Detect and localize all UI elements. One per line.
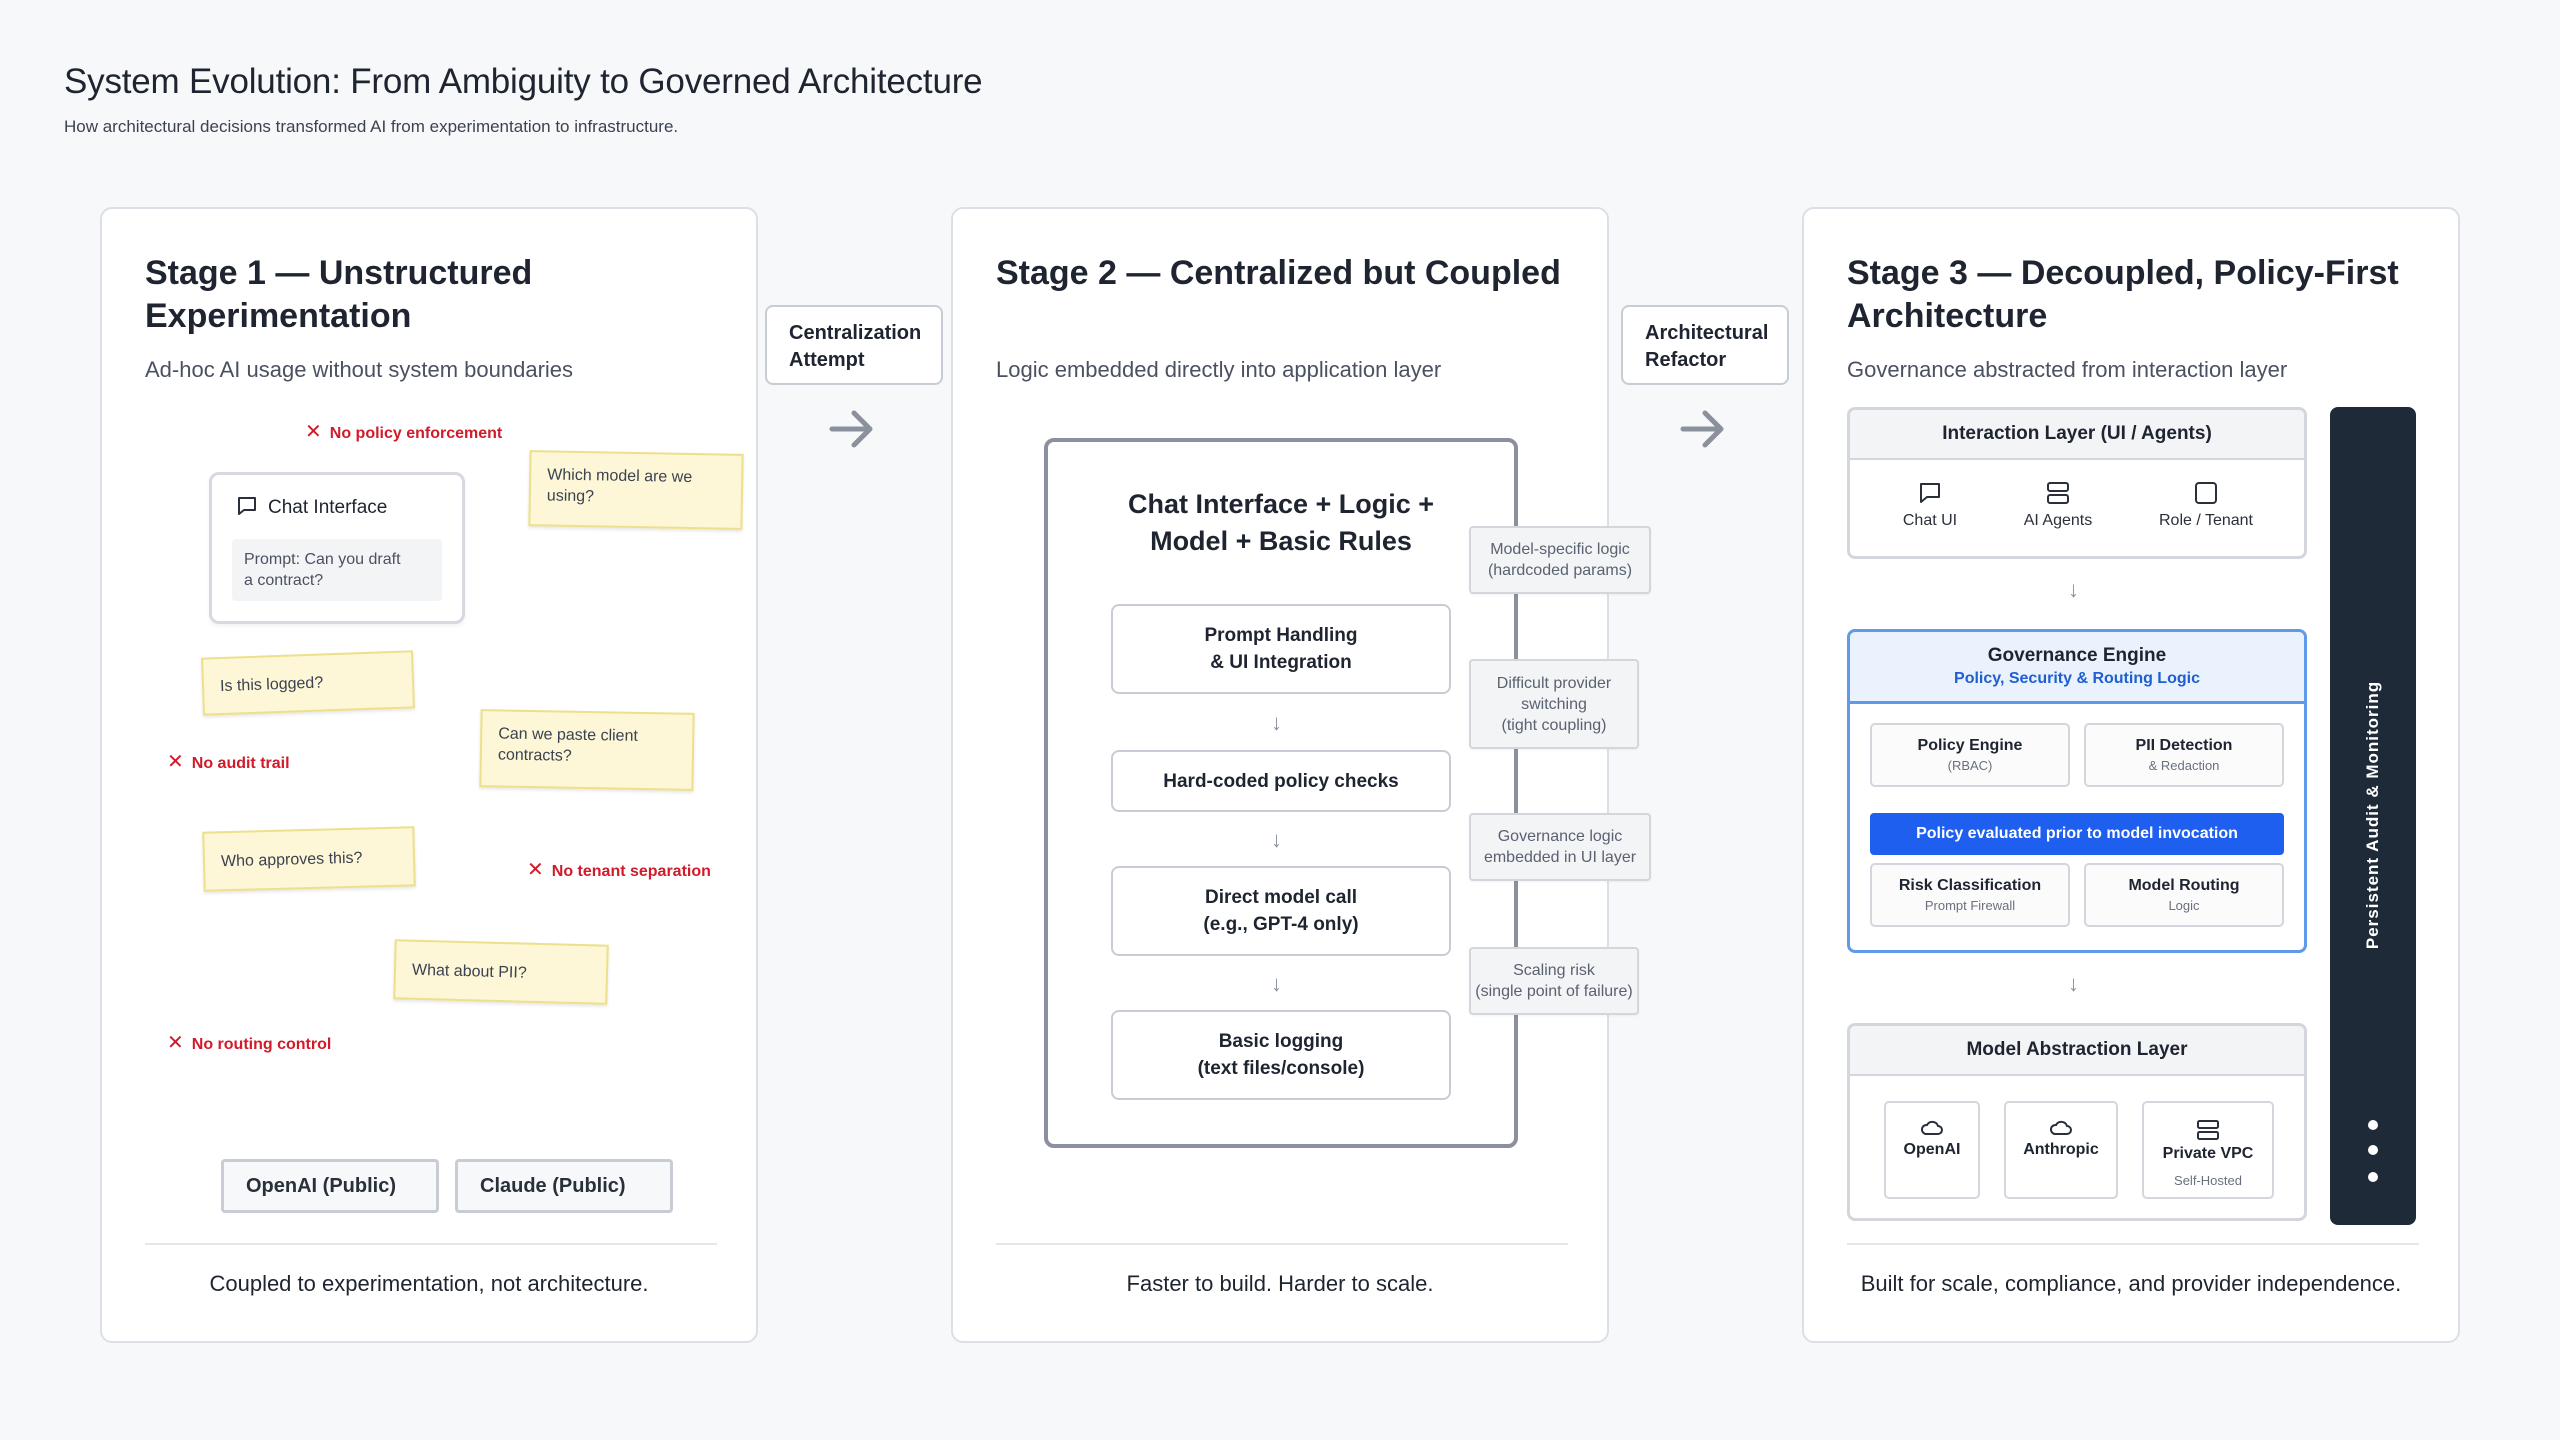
provider-claude-public: Claude (Public) xyxy=(455,1159,673,1213)
sticky-note: Is this logged? xyxy=(201,650,415,716)
governance-title: Governance Engine xyxy=(1987,645,2167,666)
cloud-icon xyxy=(1920,1120,1943,1135)
interaction-item-ai-agents: AI Agents xyxy=(1988,480,2128,530)
step-direct-model-call: Direct model call(e.g., GPT-4 only) xyxy=(1111,866,1451,956)
chat-interface-card: Chat Interface Prompt: Can you draft a c… xyxy=(209,472,465,624)
interaction-layer-title: Interaction Layer (UI / Agents) xyxy=(1850,410,2304,460)
module-policy-engine: Policy Engine(RBAC) xyxy=(1870,723,2070,787)
chat-icon xyxy=(238,497,256,515)
connector-centralization: Centralization Attempt xyxy=(765,305,943,385)
audit-monitoring-bar: Persistent Audit & Monitoring xyxy=(2330,407,2416,1225)
server-icon xyxy=(2197,1120,2219,1140)
governance-header: Governance Engine Policy, Security & Rou… xyxy=(1850,632,2304,704)
chat-card-header: Chat Interface xyxy=(236,495,387,519)
dot-icon xyxy=(2368,1172,2378,1182)
stage3-footer: Built for scale, compliance, and provide… xyxy=(1860,1271,2402,1296)
divider xyxy=(1847,1243,2419,1245)
arrow-right-icon xyxy=(1679,404,1729,454)
step-policy-checks: Hard-coded policy checks xyxy=(1111,750,1451,812)
arrow-down-icon: ↓ xyxy=(1271,710,1282,735)
agents-icon xyxy=(2047,482,2069,504)
page-title: System Evolution: From Ambiguity to Gove… xyxy=(64,62,983,101)
note-scaling-risk: Scaling risk(single point of failure) xyxy=(1469,947,1639,1015)
chat-prompt: Prompt: Can you draft a contract? xyxy=(232,539,442,601)
x-icon: ✕ xyxy=(527,859,544,881)
dot-icon xyxy=(2368,1145,2378,1155)
stage2-subtitle: Logic embedded directly into application… xyxy=(996,357,1442,382)
flag-no-policy: ✕No policy enforcement xyxy=(305,421,503,443)
provider-anthropic: Anthropic xyxy=(2004,1101,2118,1199)
policy-banner: Policy evaluated prior to model invocati… xyxy=(1870,813,2284,855)
divider xyxy=(145,1243,717,1245)
flag-no-routing: ✕No routing control xyxy=(167,1032,332,1054)
stage2-title: Stage 2 — Centralized but Coupled xyxy=(996,254,1561,292)
audit-label: Persistent Audit & Monitoring xyxy=(2363,680,2382,950)
x-icon: ✕ xyxy=(167,751,184,773)
chat-icon xyxy=(1920,483,1940,503)
provider-private-vpc: Private VPC Self-Hosted xyxy=(2142,1101,2274,1199)
governance-engine: Governance Engine Policy, Security & Rou… xyxy=(1847,629,2307,953)
stage2-footer: Faster to build. Harder to scale. xyxy=(1126,1271,1434,1296)
arrow-down-icon: ↓ xyxy=(2068,577,2079,602)
flag-no-tenant: ✕No tenant separation xyxy=(527,859,711,881)
sticky-note: Who approves this? xyxy=(202,826,416,892)
governance-subtitle: Policy, Security & Routing Logic xyxy=(1954,670,2200,687)
stage2-panel: Stage 2 — Centralized but Coupled Logic … xyxy=(951,207,1651,1343)
coupled-app-title: Chat Interface + Logic + Model + Basic R… xyxy=(1127,489,1435,556)
stage3-panel: Stage 3 — Decoupled, Policy-First Archit… xyxy=(1802,207,2460,1343)
stage3-subtitle: Governance abstracted from interaction l… xyxy=(1847,357,2288,382)
note-model-specific: Model-specific logic(hardcoded params) xyxy=(1469,526,1651,594)
interaction-item-role-tenant: Role / Tenant xyxy=(2136,480,2276,530)
stage1-subtitle: Ad-hoc AI usage without system boundarie… xyxy=(145,357,574,382)
dot-icon xyxy=(2368,1120,2378,1130)
cloud-icon xyxy=(2049,1120,2072,1135)
stage3-title: Stage 3 — Decoupled, Policy-First Archit… xyxy=(1847,254,2399,335)
connector-refactor: Architectural Refactor xyxy=(1621,305,1789,385)
arrow-right-icon xyxy=(828,404,878,454)
stage1-footer: Coupled to experimentation, not architec… xyxy=(209,1271,649,1296)
coupled-app-box: Chat Interface + Logic + Model + Basic R… xyxy=(1044,438,1518,1148)
x-icon: ✕ xyxy=(305,421,322,443)
provider-openai: OpenAI xyxy=(1884,1101,1980,1199)
role-icon xyxy=(2195,482,2217,504)
x-icon: ✕ xyxy=(167,1032,184,1054)
stage1-title: Stage 1 — Unstructured Experimentation xyxy=(145,254,533,335)
arrow-down-icon: ↓ xyxy=(2068,971,2079,996)
provider-openai-public: OpenAI (Public) xyxy=(221,1159,439,1213)
flag-no-audit: ✕No audit trail xyxy=(167,751,290,773)
arrow-down-icon: ↓ xyxy=(1271,971,1282,996)
stage1-panel: Stage 1 — Unstructured Experimentation A… xyxy=(100,207,758,1343)
divider xyxy=(996,1243,1568,1245)
interaction-layer: Interaction Layer (UI / Agents) Chat UI … xyxy=(1847,407,2307,559)
model-layer-title: Model Abstraction Layer xyxy=(1850,1026,2304,1076)
module-pii-detection: PII Detection& Redaction xyxy=(2084,723,2284,787)
interaction-item-chat-ui: Chat UI xyxy=(1860,480,2000,530)
step-prompt-handling: Prompt Handling& UI Integration xyxy=(1111,604,1451,694)
sticky-note: What about PII? xyxy=(393,939,609,1005)
arrow-down-icon: ↓ xyxy=(1271,827,1282,852)
page-subtitle: How architectural decisions transformed … xyxy=(64,117,679,136)
model-abstraction-layer: Model Abstraction Layer OpenAI Anthropic… xyxy=(1847,1023,2307,1221)
step-basic-logging: Basic logging(text files/console) xyxy=(1111,1010,1451,1100)
